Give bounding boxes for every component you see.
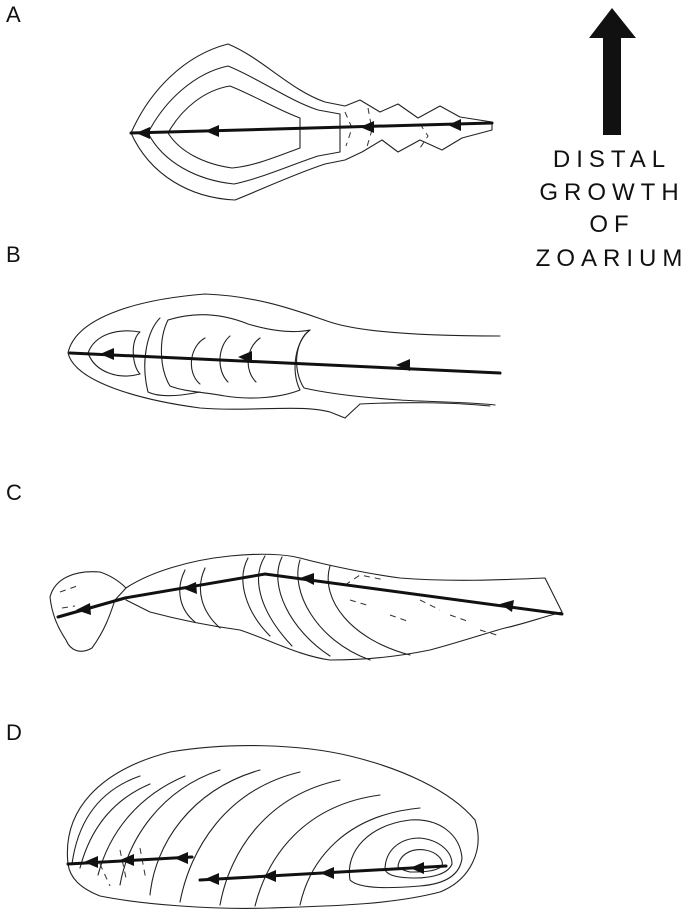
panel-a-arrowhead-2	[205, 125, 219, 137]
distal-growth-legend: DISTAL GROWTH OF ZOARIUM	[536, 8, 689, 272]
panel-b-arrowhead-1	[100, 348, 114, 360]
panel-d-arrowhead-3	[174, 852, 188, 864]
panel-c: C	[6, 480, 562, 660]
panel-label-a: A	[6, 2, 21, 27]
panel-c-outer-outline	[126, 554, 562, 660]
panel-d-outer-outline	[67, 746, 478, 909]
panel-a-arrowhead-1	[136, 127, 150, 139]
panel-label-b: B	[6, 242, 21, 267]
panel-d-arrowhead-2	[120, 854, 134, 866]
panel-a-arrowhead-3	[360, 121, 374, 133]
panel-c-arrowhead-2	[182, 582, 197, 594]
legend-line-3: OF	[589, 211, 634, 238]
panel-d-arrowhead-6	[320, 867, 334, 879]
panel-a-growth-axis	[131, 123, 492, 133]
growth-arrow-icon	[589, 8, 636, 135]
panel-d-dashed-walls	[100, 848, 146, 886]
panel-a-outer-outline	[131, 44, 492, 200]
panel-b-zooid-2	[161, 315, 310, 398]
panel-d-arrowhead-1	[84, 856, 98, 868]
panel-b: B	[6, 242, 500, 418]
legend-line-2: GROWTH	[539, 179, 684, 206]
panel-a: A	[6, 2, 492, 200]
panel-d-arrowhead-4	[205, 873, 219, 885]
panel-a-arrowhead-4	[448, 119, 461, 131]
panel-a-inner-outline	[168, 86, 300, 168]
panel-label-c: C	[6, 480, 22, 505]
legend-line-4: ZOARIUM	[536, 245, 689, 272]
panel-d-distal-rings	[349, 820, 462, 888]
legend-line-1: DISTAL	[553, 146, 671, 173]
panel-label-d: D	[6, 720, 22, 745]
panel-c-arrowhead-3	[300, 573, 314, 585]
panel-d-growth-lines	[72, 770, 420, 906]
panel-c-arrowhead-1	[76, 603, 91, 615]
panel-c-dashed-walls	[60, 575, 500, 636]
panel-c-zooid-lines	[180, 556, 410, 660]
panel-d: D	[6, 720, 478, 908]
